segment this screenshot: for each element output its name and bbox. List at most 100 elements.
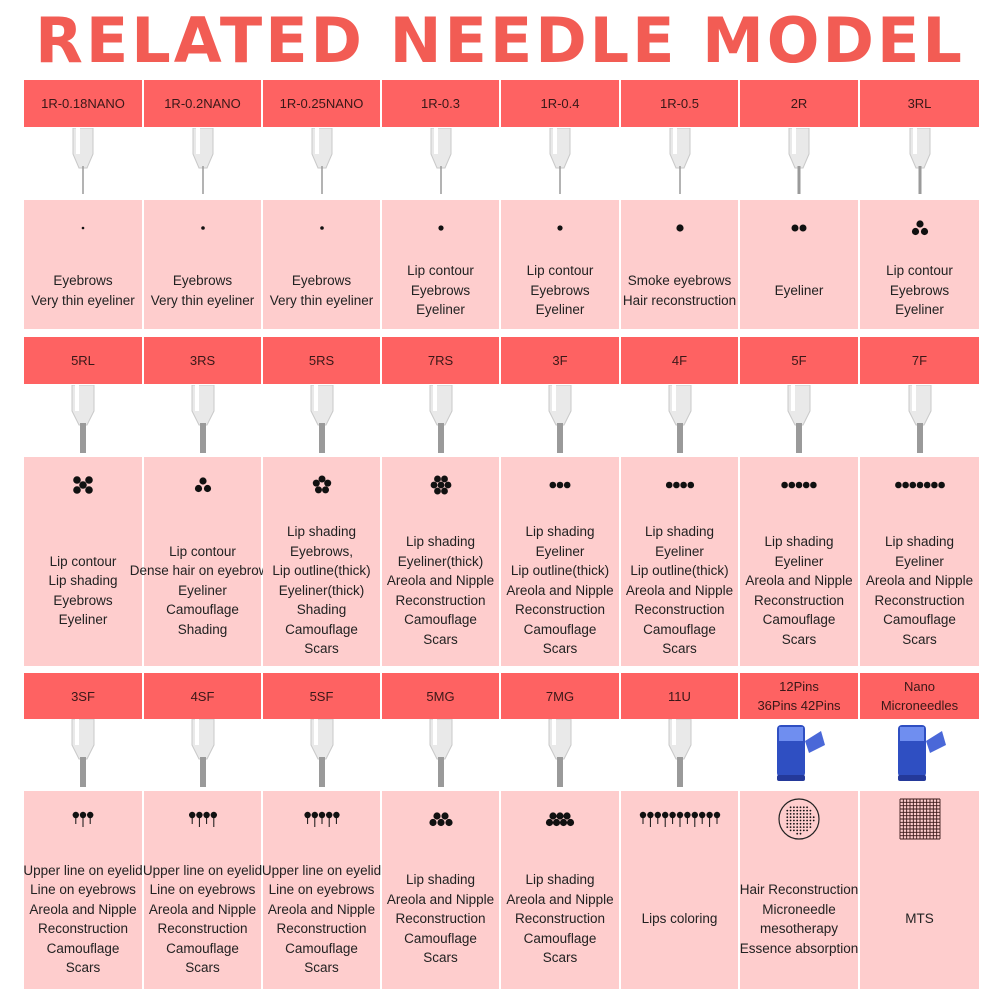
needle-tip: [797, 165, 801, 194]
model-name-line: 3SF: [71, 688, 95, 704]
needle-image: [24, 127, 144, 200]
needle-illustration: [191, 384, 214, 453]
page-title: RELATED NEEDLE MODEL: [35, 4, 965, 77]
pin-dot: [793, 809, 795, 812]
pin-dot: [81, 226, 85, 230]
needle-illustration: [548, 384, 572, 453]
usage-item: Camouflage: [404, 930, 477, 946]
usage-item: Camouflage: [404, 612, 477, 627]
usage-item: Areola and Nipple: [29, 901, 137, 917]
pin-dot: [440, 812, 449, 820]
model-name: 1R-0.3: [382, 80, 501, 127]
pin-dot: [795, 481, 803, 489]
needle-shine: [671, 719, 676, 745]
pin-pattern-icon: [303, 811, 340, 827]
model-name: 1R-0.2NANO: [144, 80, 263, 127]
usage-item: Lip shading: [48, 573, 118, 588]
usage-item: Lip contour: [407, 263, 474, 279]
pin-dot: [809, 826, 812, 828]
pin-dot: [786, 813, 789, 815]
needle-tip: [796, 422, 802, 453]
pin-dot: [786, 819, 789, 822]
model-name-line: Nano: [903, 679, 936, 694]
usage-item: Eyebrows: [53, 592, 113, 608]
needle-image: [263, 384, 382, 457]
pin-pattern: [144, 200, 261, 256]
needle-illustration: [668, 384, 691, 453]
pin-dot: [433, 475, 441, 483]
needle-image: [263, 127, 382, 200]
pin-pattern: [621, 200, 738, 256]
pin-pattern: [860, 200, 979, 256]
pin-dot: [799, 806, 802, 809]
needle-image: [860, 127, 979, 200]
pin-dot: [802, 829, 805, 832]
model-name-line: 1R-0.25NANO: [279, 96, 364, 111]
needle-tip: [918, 165, 921, 194]
cartridge-image: [740, 719, 860, 791]
pin-dot: [432, 812, 441, 820]
needle-tip: [676, 757, 683, 787]
needle-image: [24, 719, 144, 791]
pin-dot: [79, 811, 87, 819]
pin-dot: [781, 481, 788, 489]
model-name: 2R: [740, 80, 860, 127]
usage-item: Reconstruction: [395, 911, 486, 927]
model-name: 5RS: [263, 337, 382, 384]
pin-dot: [444, 481, 451, 489]
usage-item: Upper line on eyelid: [142, 862, 263, 878]
model-name: 1R-0.5: [621, 80, 740, 127]
pin-pattern-icon: [549, 481, 571, 489]
needle-tip: [916, 422, 923, 453]
pin-dot: [806, 806, 808, 809]
model-name: 3SF: [24, 673, 144, 719]
pin-pattern-icon: [428, 812, 453, 827]
pin-dot: [786, 809, 789, 812]
pin-dot: [312, 479, 320, 487]
usage-item: mesotherapy: [759, 921, 839, 936]
pin-dot: [802, 809, 805, 812]
needle-image: [621, 719, 740, 791]
needle-shine: [313, 719, 318, 745]
usage-item: Reconstruction: [157, 921, 248, 936]
pin-dot: [687, 481, 694, 489]
usage-item: Eyebrows,: [289, 543, 354, 559]
pin-pattern: [263, 457, 380, 513]
needle-shine: [553, 127, 557, 154]
needle-shine: [432, 384, 437, 411]
model-name: 5SF: [263, 673, 382, 719]
pin-dot: [325, 811, 332, 819]
needle-image: [144, 384, 263, 457]
pin-pattern-icon: [639, 811, 720, 827]
pin-pattern: [740, 457, 858, 513]
needle-tip: [199, 422, 206, 453]
model-name: 5RL: [24, 337, 144, 384]
pin-dot: [559, 818, 568, 827]
pin-dot: [799, 809, 802, 812]
pin-pattern: [501, 457, 619, 513]
usage-item: Scars: [185, 960, 220, 975]
pin-dot: [73, 486, 81, 494]
needle-illustration: [788, 127, 810, 194]
pin-dot: [566, 818, 575, 827]
pin-dot: [901, 481, 909, 489]
needle-image: [860, 384, 979, 457]
needle-shine: [671, 384, 676, 411]
usage-item: Line on eyebrows: [149, 882, 256, 897]
pin-dot: [87, 811, 94, 819]
pin-dot: [789, 806, 792, 809]
pin-dot: [802, 826, 805, 828]
usage-item: Eyebrows: [410, 282, 471, 298]
microneedle-grid: [899, 798, 940, 840]
usage-item: Reconstruction: [395, 592, 486, 608]
usage-item: Line on eyebrows: [268, 882, 375, 897]
